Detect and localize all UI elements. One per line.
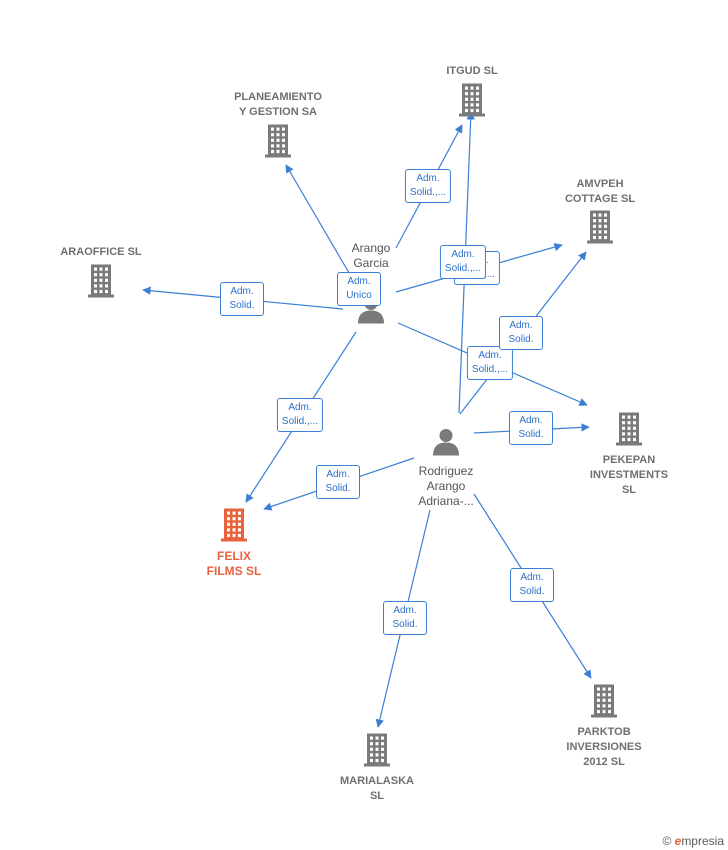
edge-label-arango-felix[interactable]: Adm. Solid.,...	[276, 398, 324, 432]
company-label-itgud[interactable]: ITGUD SL	[446, 65, 498, 77]
building-icon[interactable]	[615, 411, 643, 452]
edge-label-rodriguez-amvpeh[interactable]: Adm. Solid.	[499, 316, 543, 350]
building-icon[interactable]	[220, 507, 248, 548]
building-icon[interactable]	[586, 209, 614, 250]
person-label-rodriguez[interactable]: Rodriguez Arango Adriana-...	[418, 464, 474, 508]
edge-label-arango-itgud[interactable]: Adm. Solid.,...	[404, 169, 452, 203]
edge-label-rodriguez-marialaska[interactable]: Adm. Solid.	[383, 601, 427, 635]
edge-label-arango-planeamiento[interactable]: Adm. Unico	[337, 272, 381, 306]
edge-label-rodriguez-felix[interactable]: Adm. Solid.	[316, 465, 360, 499]
copyright-symbol: ©	[662, 834, 672, 848]
company-label-pekepan[interactable]: PEKEPAN INVESTMENTS SL	[589, 454, 669, 496]
edge-label-rodriguez-parktob[interactable]: Adm. Solid.	[510, 568, 554, 602]
company-label-araoffice[interactable]: ARAOFFICE SL	[60, 246, 142, 258]
company-label-marialaska[interactable]: MARIALASKA SL	[340, 775, 414, 802]
footer-brand: © empresia	[662, 834, 724, 848]
edge-label-arango-araoffice[interactable]: Adm. Solid.	[220, 282, 264, 316]
building-icon[interactable]	[458, 82, 486, 123]
company-label-felix[interactable]: FELIX FILMS SL	[206, 549, 262, 578]
edge-label-rodriguez-itgud[interactable]: Adm. Solid.,...	[439, 245, 487, 279]
building-icon[interactable]	[264, 123, 292, 164]
brand-name: mpresia	[681, 834, 724, 848]
edge-label-arango-pekepan[interactable]: Adm. Solid.,...	[466, 346, 514, 380]
building-icon[interactable]	[590, 683, 618, 724]
company-label-parktob[interactable]: PARKTOB INVERSIONES 2012 SL	[566, 726, 642, 768]
building-icon[interactable]	[363, 732, 391, 773]
person-icon[interactable]	[431, 428, 461, 461]
edge-arango-planeamiento	[285, 164, 353, 279]
building-icon[interactable]	[87, 263, 115, 304]
edge-label-rodriguez-pekepan[interactable]: Adm. Solid.	[509, 411, 553, 445]
brand-logo-e: e	[674, 834, 682, 848]
company-label-amvpeh[interactable]: AMVPEH COTTAGE SL	[564, 178, 636, 205]
company-label-planeamiento[interactable]: PLANEAMIENTO Y GESTION SA	[234, 91, 322, 118]
